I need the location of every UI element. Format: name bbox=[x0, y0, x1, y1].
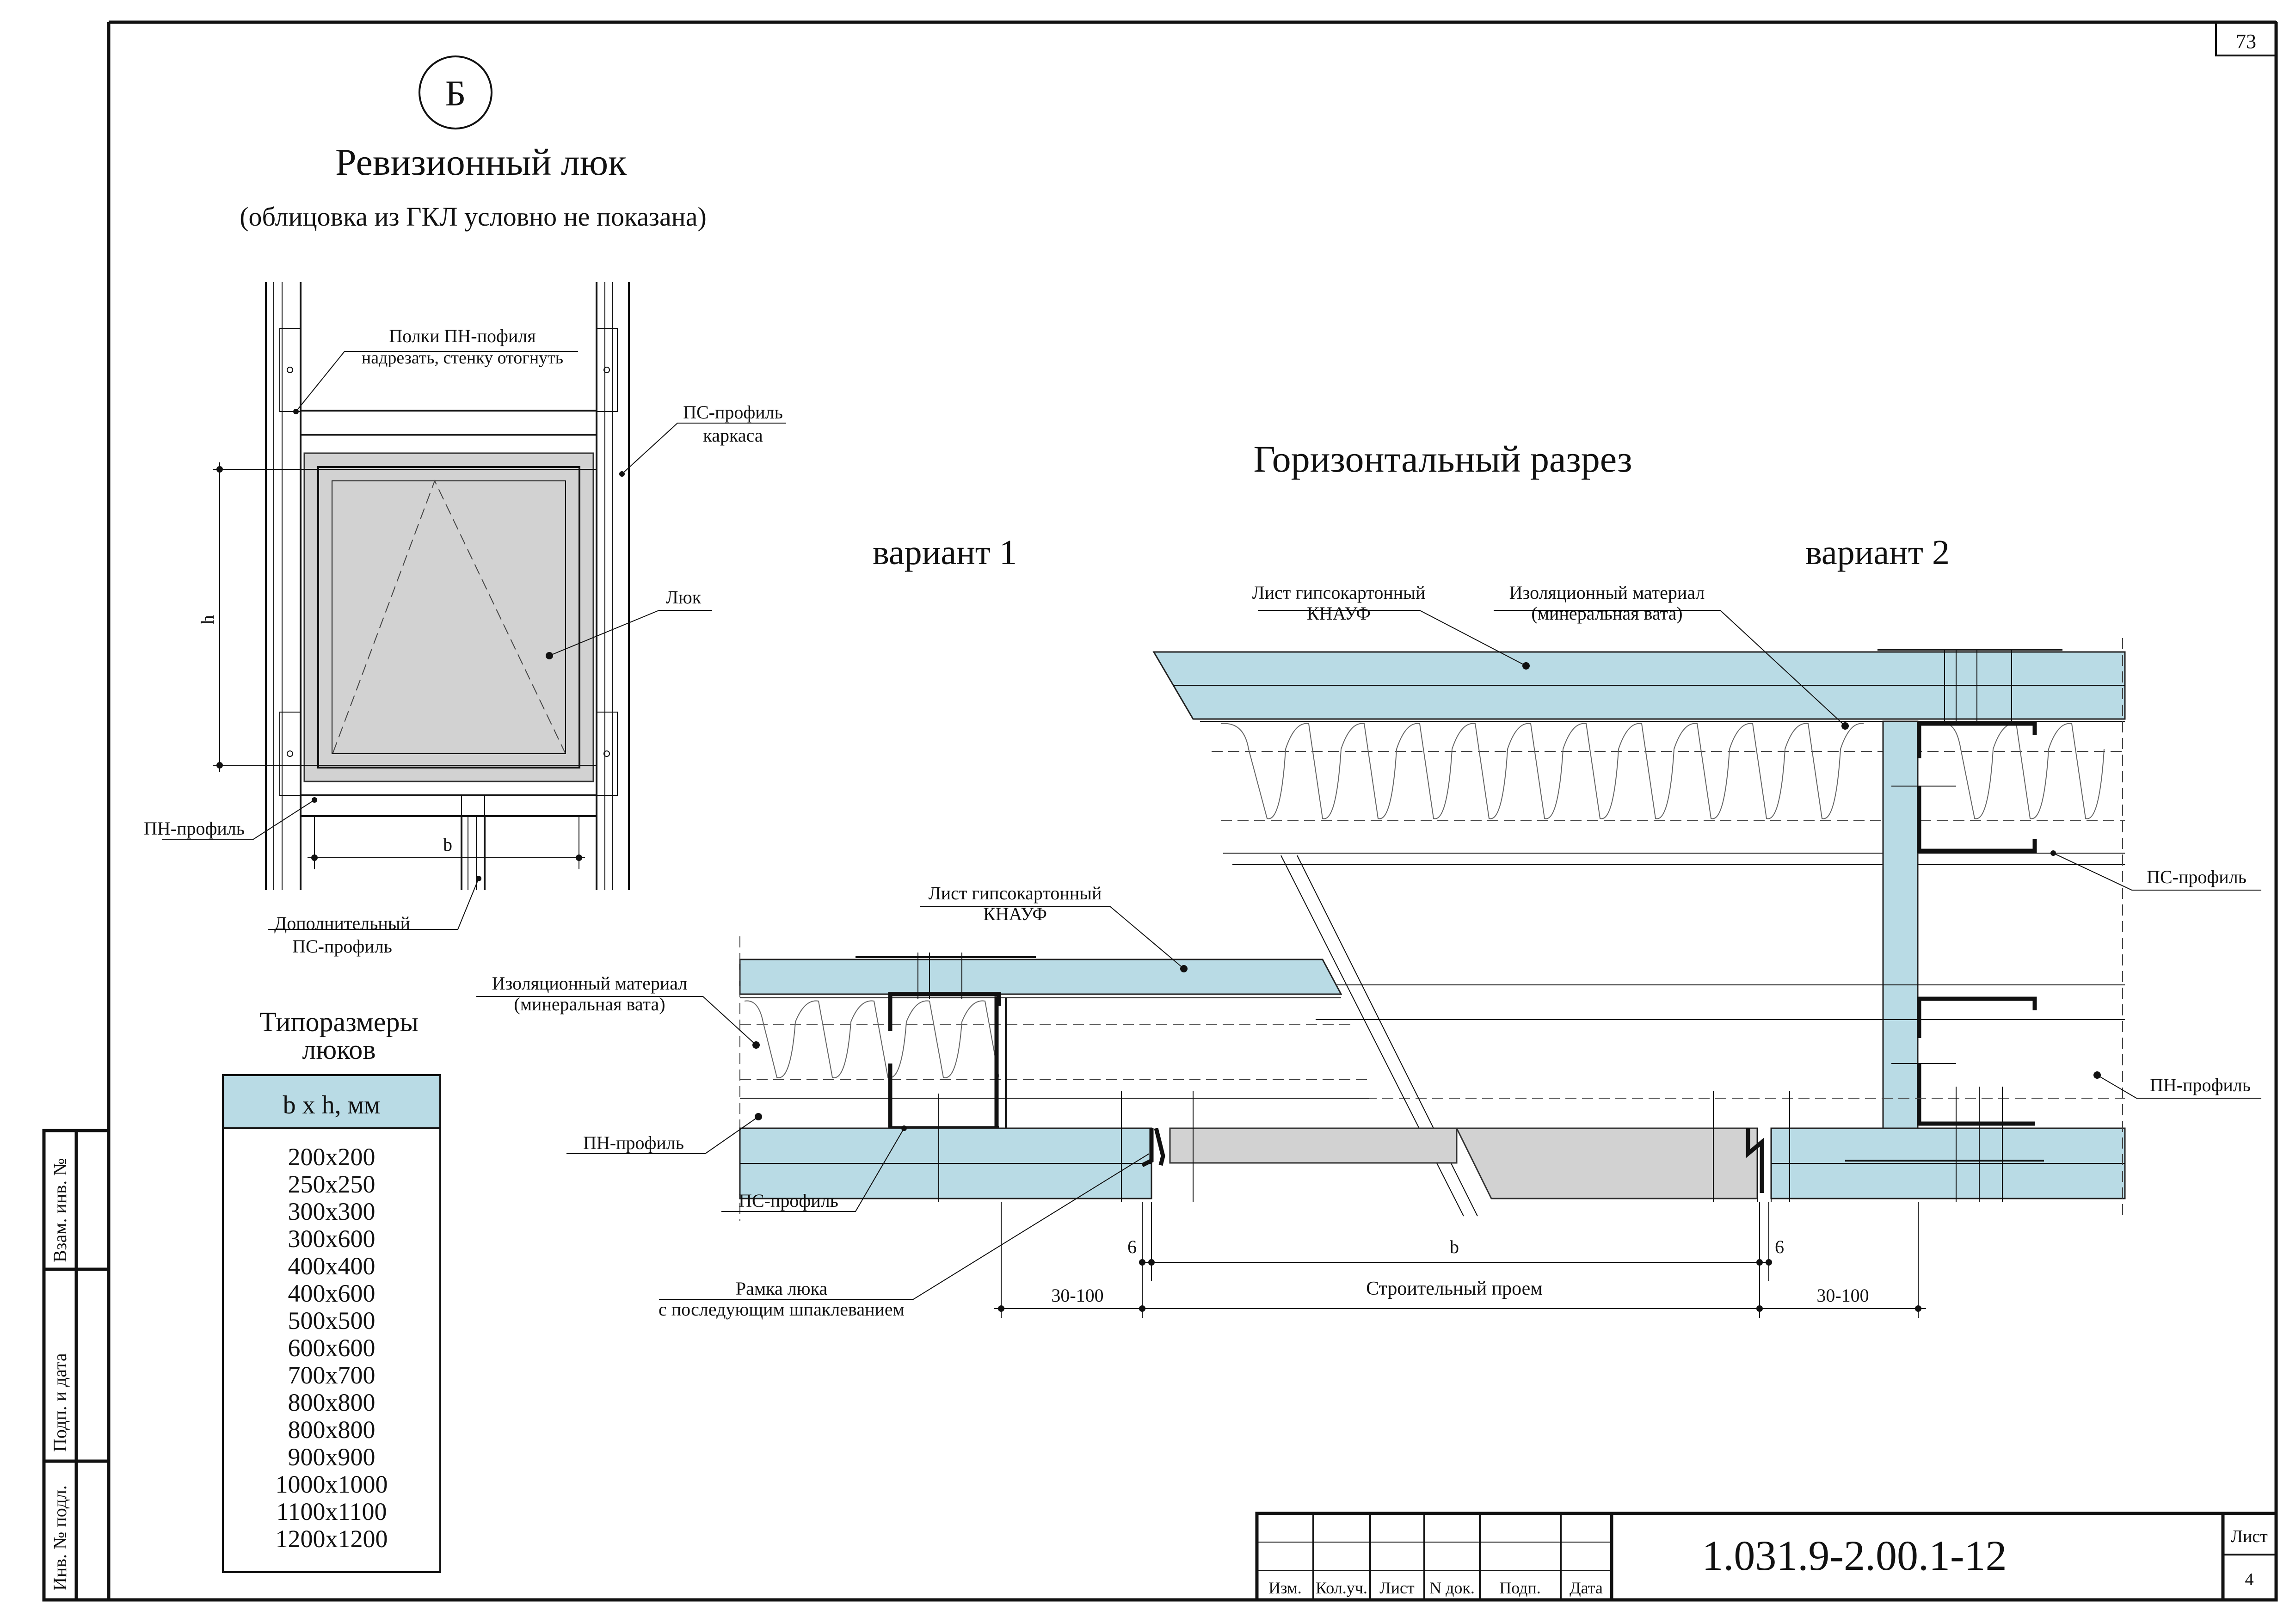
sheet-number: 4 bbox=[2245, 1570, 2254, 1589]
sizes-caption-2: люков bbox=[302, 1034, 375, 1065]
dim-opening-b: b bbox=[1450, 1236, 1459, 1257]
page-number: 73 bbox=[2236, 30, 2256, 53]
col-izm: Изм. bbox=[1268, 1579, 1302, 1597]
size-row: 200x200 bbox=[288, 1143, 375, 1171]
size-row: 400x600 bbox=[288, 1279, 375, 1307]
dim-gap-left: 6 bbox=[1127, 1236, 1137, 1257]
side-stamp-field-2: Подп. и дата bbox=[49, 1353, 70, 1452]
sizes-caption-1: Типоразмеры bbox=[259, 1007, 419, 1037]
dim-b: b bbox=[443, 834, 452, 855]
dim-opening-label: Строительный проем bbox=[1366, 1278, 1543, 1299]
sheet-label: Лист bbox=[2231, 1527, 2268, 1546]
v2-pn: ПН-профиль bbox=[2150, 1075, 2251, 1095]
dim-right-range: 30-100 bbox=[1816, 1285, 1869, 1306]
v2-ps: ПС-профиль bbox=[2147, 867, 2247, 887]
dim-h: h bbox=[197, 615, 218, 624]
size-row: 1200x1200 bbox=[276, 1525, 388, 1553]
col-n-dok: N док. bbox=[1429, 1579, 1475, 1597]
detail-marker-circle bbox=[419, 55, 492, 129]
side-stamp-field-3: Инв. № подл. bbox=[49, 1485, 70, 1591]
section-leaders bbox=[476, 610, 2261, 1300]
variant-2-label: вариант 2 bbox=[1805, 533, 1950, 572]
label-extra-ps-1: Дополнительный bbox=[274, 913, 410, 934]
v1-ins-2: (минеральная вата) bbox=[514, 994, 665, 1014]
variant-1-label: вариант 1 bbox=[873, 533, 1017, 572]
sheet-frame bbox=[44, 20, 2278, 1602]
size-row: 300x300 bbox=[288, 1198, 375, 1225]
left-view-title: Ревизионный люк bbox=[335, 141, 627, 183]
col-data: Дата bbox=[1570, 1579, 1603, 1597]
left-view-labels: Полки ПН-пофиля надрезать, стенку отогну… bbox=[144, 326, 783, 957]
size-row: 250x250 bbox=[288, 1170, 375, 1198]
size-row: 400x400 bbox=[288, 1252, 375, 1280]
size-row: 1000x1000 bbox=[276, 1470, 388, 1498]
v1-frame-1: Рамка люка bbox=[736, 1278, 828, 1299]
section-variant-1 bbox=[739, 936, 1458, 1221]
size-row: 500x500 bbox=[288, 1307, 375, 1334]
hatch-elevation bbox=[162, 282, 786, 930]
label-ps-frame-2: каркаса bbox=[703, 425, 763, 446]
detail-marker: Б bbox=[445, 73, 466, 113]
title-block-columns: Изм. Кол.уч. Лист N док. Подп. Дата bbox=[1268, 1579, 1603, 1597]
v2-ins-1: Изоляционный материал bbox=[1509, 582, 1705, 603]
sizes-table-header: b x h, мм bbox=[283, 1091, 381, 1119]
col-podp: Подп. bbox=[1499, 1579, 1541, 1597]
v1-pn: ПН-профиль bbox=[583, 1132, 684, 1153]
label-extra-ps-2: ПС-профиль bbox=[292, 936, 392, 957]
size-row: 800x800 bbox=[288, 1416, 375, 1444]
label-pn-flanges-1: Полки ПН-пофиля bbox=[389, 326, 536, 346]
label-ps-frame-1: ПС-профиль bbox=[683, 402, 783, 423]
size-row: 1100x1100 bbox=[277, 1498, 387, 1525]
side-stamp bbox=[42, 1129, 111, 1602]
v1-ins-1: Изоляционный материал bbox=[492, 973, 688, 994]
v2-gkl-1: Лист гипсокартонный bbox=[1252, 582, 1426, 603]
v1-frame-2: с последующим шпаклеванием bbox=[659, 1299, 905, 1320]
label-pn-flanges-2: надрезать, стенку отогнуть bbox=[362, 348, 563, 368]
col-kol-uch: Кол.уч. bbox=[1316, 1579, 1367, 1597]
dimension-labels: 6 6 b 30-100 30-100 Строительный проем bbox=[1051, 1236, 1869, 1306]
section-dimensions bbox=[994, 1202, 1926, 1318]
sizes-table-rows: 200x200250x250300x300300x600400x400400x6… bbox=[276, 1143, 388, 1553]
size-row: 800x800 bbox=[288, 1389, 375, 1416]
v1-gkl-1: Лист гипсокартонный bbox=[929, 883, 1102, 904]
dim-gap-right: 6 bbox=[1775, 1236, 1784, 1257]
v2-gkl-2: КНАУФ bbox=[1307, 603, 1371, 624]
v2-ins-2: (минеральная вата) bbox=[1531, 603, 1682, 624]
size-row: 300x600 bbox=[288, 1225, 375, 1253]
col-list: Лист bbox=[1379, 1579, 1415, 1597]
size-row: 600x600 bbox=[288, 1334, 375, 1362]
left-view-subtitle: (облицовка из ГКЛ условно не показана) bbox=[240, 202, 707, 232]
size-row: 700x700 bbox=[288, 1361, 375, 1389]
v1-gkl-2: КНАУФ bbox=[983, 904, 1047, 924]
section-variant-2 bbox=[1152, 638, 2126, 1221]
section-labels: Лист гипсокартонный КНАУФ Изоляционный м… bbox=[492, 582, 2251, 1320]
side-stamp-field-1: Взам. инв. № bbox=[49, 1158, 70, 1262]
label-hatch: Люк bbox=[666, 587, 702, 608]
document-code: 1.031.9-2.00.1-12 bbox=[1702, 1532, 2007, 1579]
right-view-title: Горизонтальный разрез bbox=[1253, 438, 1632, 480]
label-pn-profile: ПН-профиль bbox=[144, 818, 245, 839]
v1-ps: ПС-профиль bbox=[739, 1190, 838, 1211]
size-row: 900x900 bbox=[288, 1443, 375, 1471]
title-block bbox=[1255, 1512, 2278, 1602]
dim-left-range: 30-100 bbox=[1051, 1285, 1103, 1306]
sizes-table bbox=[222, 1074, 441, 1573]
